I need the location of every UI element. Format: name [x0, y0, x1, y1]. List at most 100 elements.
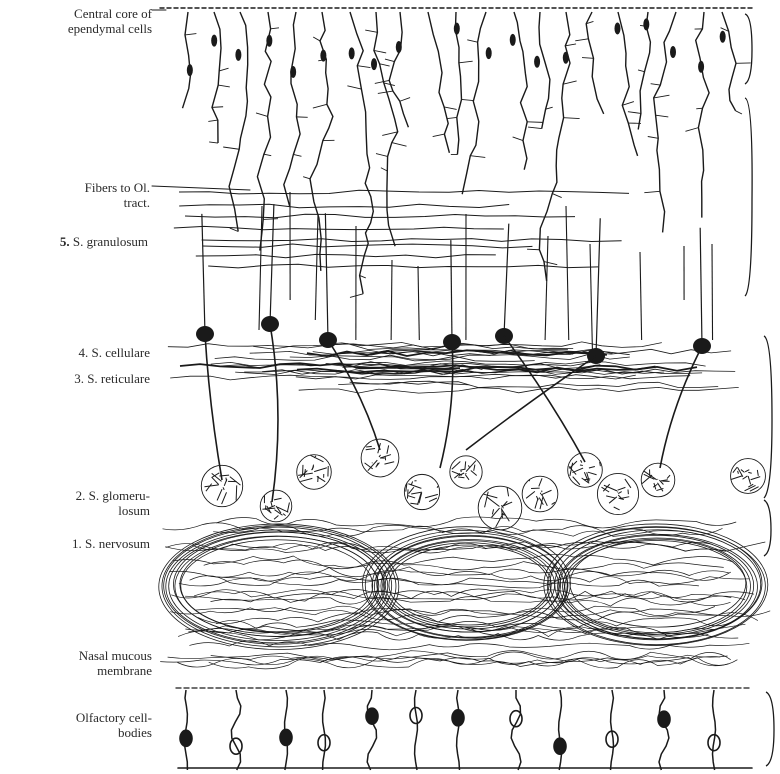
ependymal-process	[696, 12, 709, 218]
ependymal-nucleus	[371, 58, 377, 70]
nerve-bundle-loop	[175, 536, 379, 636]
ependymal-nucleus	[349, 47, 355, 59]
ependymal-branch	[444, 107, 457, 110]
glomerulus-tuft	[745, 470, 749, 472]
ependymal-process	[539, 12, 550, 129]
glomerulus-tuft	[614, 507, 620, 510]
ependymal-branch	[513, 137, 523, 141]
glomerulus-tuft	[485, 492, 489, 508]
glomerulus-tuft	[733, 467, 737, 473]
nerve-fiber	[185, 591, 745, 601]
glomerulus-tuft	[465, 474, 469, 479]
ependymal-branch	[385, 59, 394, 61]
glomerulus-tuft	[381, 455, 391, 458]
ependymal-branch	[565, 44, 576, 46]
glomerulus-tuft	[407, 489, 408, 498]
glomerulus-tuft	[287, 503, 289, 513]
nerve-bundle-loop	[385, 543, 551, 627]
mitral-axon	[451, 240, 452, 342]
ependymal-nucleus	[698, 61, 704, 73]
glomerulus-tuft	[409, 487, 414, 493]
tract-vertical	[315, 214, 318, 320]
receptor-process	[559, 690, 562, 770]
nerve-fiber	[204, 560, 724, 570]
ependymal-process	[462, 12, 486, 194]
glomerulus-tuft	[572, 468, 583, 472]
glomeruli	[201, 439, 765, 530]
ependymal-nucleus	[320, 50, 326, 62]
ependymal-branch	[347, 86, 361, 89]
glomerulus-outline	[568, 453, 603, 488]
mitral-axon	[596, 218, 600, 356]
glomerulus-tuft	[425, 494, 438, 498]
ependymal-process	[257, 12, 271, 251]
ependymal-process	[722, 12, 736, 111]
ependymal-branch	[582, 58, 593, 59]
glomerulus-tuft	[748, 472, 751, 473]
ependymal-nucleus	[510, 34, 516, 46]
glomerulus-tuft	[570, 463, 573, 476]
glomerulus-tuft	[274, 498, 282, 500]
glomerulus-tuft	[743, 476, 748, 479]
olfactory-receptor-cells	[180, 690, 720, 770]
ependymal-branch	[185, 34, 196, 35]
glomerulus-tuft	[535, 498, 538, 509]
ependymal-branch	[313, 104, 327, 108]
glomerulus-outline	[297, 455, 332, 490]
receptor-cell-body	[318, 735, 330, 751]
ependymal-branch	[470, 156, 485, 158]
glomerulus-tuft	[589, 467, 595, 468]
ependymal-process	[284, 12, 300, 206]
nerve-bundle-loop	[166, 530, 388, 643]
glomerulus-tuft	[731, 476, 742, 480]
glomerulus-outline	[597, 473, 638, 514]
glomerulus-tuft	[368, 460, 378, 471]
nerve-bundle-loop	[374, 536, 564, 637]
tract-vertical	[590, 244, 592, 350]
ependymal-process	[310, 12, 333, 271]
glomerulus-tuft	[223, 487, 224, 490]
glomerulus-outline	[522, 476, 558, 512]
ependymal-branch	[638, 70, 644, 72]
glomerulus-outline	[731, 459, 766, 494]
glomerulus-tuft	[617, 487, 625, 490]
ependymal-process	[654, 12, 676, 232]
glomerulus-tuft	[541, 490, 551, 495]
glomerulus-tuft	[526, 491, 535, 498]
olfactory-tract-fibers	[174, 190, 713, 350]
ependymal-branch	[357, 66, 370, 68]
glomerulus-tuft	[606, 496, 615, 498]
glomerulus-outline	[478, 486, 522, 530]
glomerulus-tuft	[408, 484, 421, 489]
glomerulus-tuft	[484, 494, 498, 498]
ependymal-nucleus	[670, 46, 676, 58]
ependymal-branch	[461, 99, 473, 100]
ependymal-branch	[208, 120, 217, 121]
glomerulus-tuft	[230, 477, 241, 485]
nerve-bundle-loop	[389, 545, 549, 625]
ependymal-branch	[219, 68, 228, 71]
glomerulus-tuft	[529, 480, 530, 481]
ependymal-branch	[736, 111, 742, 114]
ependymal-nucleus	[614, 22, 620, 34]
ependymal-branch	[256, 113, 268, 117]
ependymal-branch	[696, 108, 702, 109]
ependymal-branch	[400, 98, 410, 102]
receptor-cell-body	[452, 710, 464, 726]
tract-fiber	[208, 264, 598, 268]
glomerulus-tuft	[236, 485, 237, 500]
glomerulus-tuft	[757, 470, 758, 476]
mitral-axon	[700, 228, 702, 346]
ependymal-nucleus	[396, 41, 402, 53]
mitral-axon	[504, 224, 509, 336]
glomerulus-tuft	[460, 469, 465, 470]
glomerulus-tuft	[748, 476, 750, 484]
brace-ependymal	[745, 14, 752, 84]
receptor-cell-body	[554, 738, 566, 754]
ependymal-branch	[212, 107, 223, 108]
ependymal-nucleus	[534, 56, 540, 68]
glomerulus-tuft	[625, 479, 631, 488]
ependymal-nucleus	[563, 52, 569, 64]
glomerulus-tuft	[408, 496, 416, 498]
